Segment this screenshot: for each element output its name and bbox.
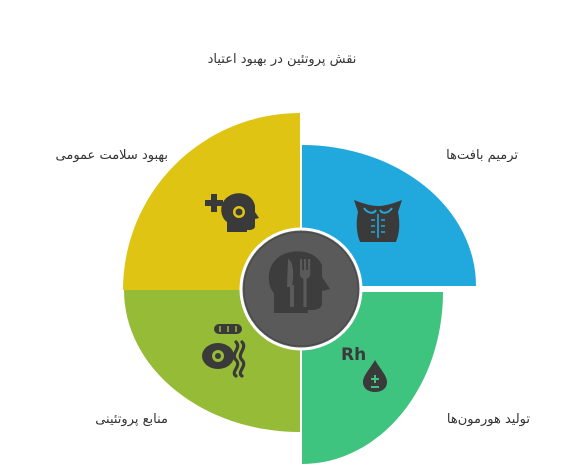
protein-food-icon bbox=[202, 324, 246, 378]
hormone-drop-icon: Rh bbox=[341, 345, 387, 392]
label-top-right: ترمیم بافت‌ها bbox=[446, 148, 518, 163]
center-inner-circle bbox=[243, 231, 359, 347]
torso-muscle-icon bbox=[354, 200, 402, 242]
label-top-left: بهبود سلامت عمومی bbox=[55, 148, 168, 163]
rh-text: Rh bbox=[341, 345, 366, 365]
label-bottom-right: تولید هورمون‌ها bbox=[446, 412, 530, 427]
head-fork-knife-icon bbox=[268, 251, 330, 313]
label-bottom-left: منابع پروتئینی bbox=[95, 412, 168, 427]
diagram-title: نقش پروتئین در بهبود اعتیاد bbox=[207, 52, 357, 67]
head-plus-icon bbox=[205, 193, 259, 232]
